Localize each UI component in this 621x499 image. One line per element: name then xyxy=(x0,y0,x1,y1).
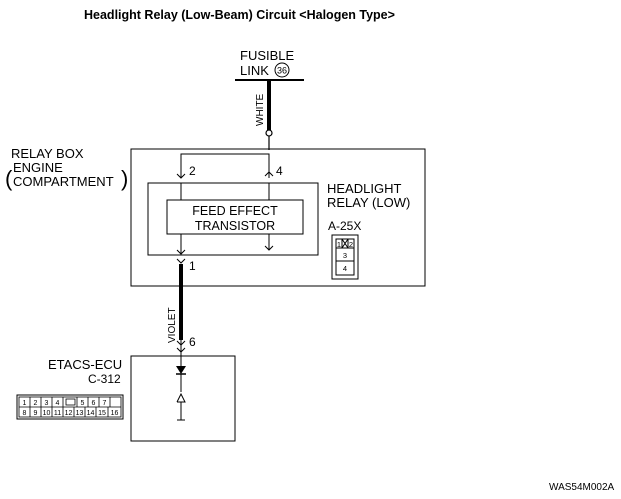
fusible-link-label-2: LINK xyxy=(240,63,269,78)
relay-box-paren-close: ) xyxy=(121,166,128,191)
etacs-pin: 14 xyxy=(87,410,95,417)
etacs-pin: 15 xyxy=(98,410,106,417)
headlight-relay-outline xyxy=(147,182,319,256)
etacs-pin: 5 xyxy=(81,400,85,407)
etacs-pin: 9 xyxy=(34,410,38,417)
relay-connector-cell: 4 xyxy=(343,264,347,273)
relay-connector-inner xyxy=(335,238,355,276)
etacs-ecu-outline xyxy=(130,355,236,442)
etacs-connector-diagram xyxy=(16,394,124,420)
etacs-pin: 8 xyxy=(23,410,27,417)
headlight-relay-label: HEADLIGHT xyxy=(327,181,401,196)
etacs-pin: 6 xyxy=(92,400,96,407)
arrow-mark xyxy=(264,245,274,251)
etacs-pin: 10 xyxy=(43,410,51,417)
fusible-link-number-circle xyxy=(274,62,290,78)
etacs-pin: 12 xyxy=(65,410,73,417)
etacs-pin: 16 xyxy=(111,410,119,417)
relay-box-paren-open: ( xyxy=(5,166,13,191)
arrow-mark xyxy=(176,249,186,255)
relay-connector-outline xyxy=(331,234,359,280)
pin-4-mark xyxy=(264,171,274,177)
relay-box-outline xyxy=(130,148,426,287)
fusible-link-label: FUSIBLE xyxy=(240,48,295,63)
pin-1-label: 1 xyxy=(189,259,196,273)
switch-icon xyxy=(176,392,186,403)
fusible-link-number: 36 xyxy=(277,66,287,76)
relay-connector-cell: 2 xyxy=(349,240,353,249)
etacs-ecu-name: ETACS-ECU xyxy=(48,357,122,372)
relay-connector-name: A-25X xyxy=(328,219,361,233)
figure-code: WAS54M002A xyxy=(549,482,615,493)
relay-box-label-2: ENGINE xyxy=(13,160,63,175)
etacs-pin: 11 xyxy=(54,410,61,417)
violet-wire-color-label: VIOLET xyxy=(167,307,178,343)
white-wire-color-label: WHITE xyxy=(255,93,266,126)
pin-4-label: 4 xyxy=(276,164,283,178)
relay-connector-cell: 3 xyxy=(343,251,347,260)
diode-icon xyxy=(176,366,186,374)
etacs-pin: 13 xyxy=(76,410,84,417)
etacs-pin: 7 xyxy=(103,400,107,407)
etacs-pin: 1 xyxy=(23,400,27,407)
pin-6-label: 6 xyxy=(189,335,196,349)
relay-connector-cross xyxy=(341,238,349,249)
relay-box-label-3: COMPARTMENT xyxy=(13,174,114,189)
splice-point xyxy=(265,129,273,137)
feed-effect-label-2: TRANSISTOR xyxy=(195,219,275,233)
etacs-pin: 2 xyxy=(34,400,38,407)
etacs-pin: 3 xyxy=(45,400,49,407)
feed-effect-transistor-box xyxy=(166,199,304,235)
pin-2-mark xyxy=(176,173,186,179)
relay-internal-wire xyxy=(180,153,270,178)
pin-1-mark xyxy=(176,258,186,264)
diagram-title: Headlight Relay (Low-Beam) Circuit <Halo… xyxy=(84,8,395,22)
pin-2-label: 2 xyxy=(189,164,196,178)
relay-box-label: RELAY BOX xyxy=(11,146,84,161)
headlight-relay-label-2: RELAY (LOW) xyxy=(327,195,410,210)
relay-connector-cell: 1 xyxy=(337,240,341,249)
etacs-connector-name: C-312 xyxy=(88,372,121,386)
etacs-pin: 4 xyxy=(56,400,60,407)
feed-effect-label: FEED EFFECT xyxy=(192,204,278,218)
